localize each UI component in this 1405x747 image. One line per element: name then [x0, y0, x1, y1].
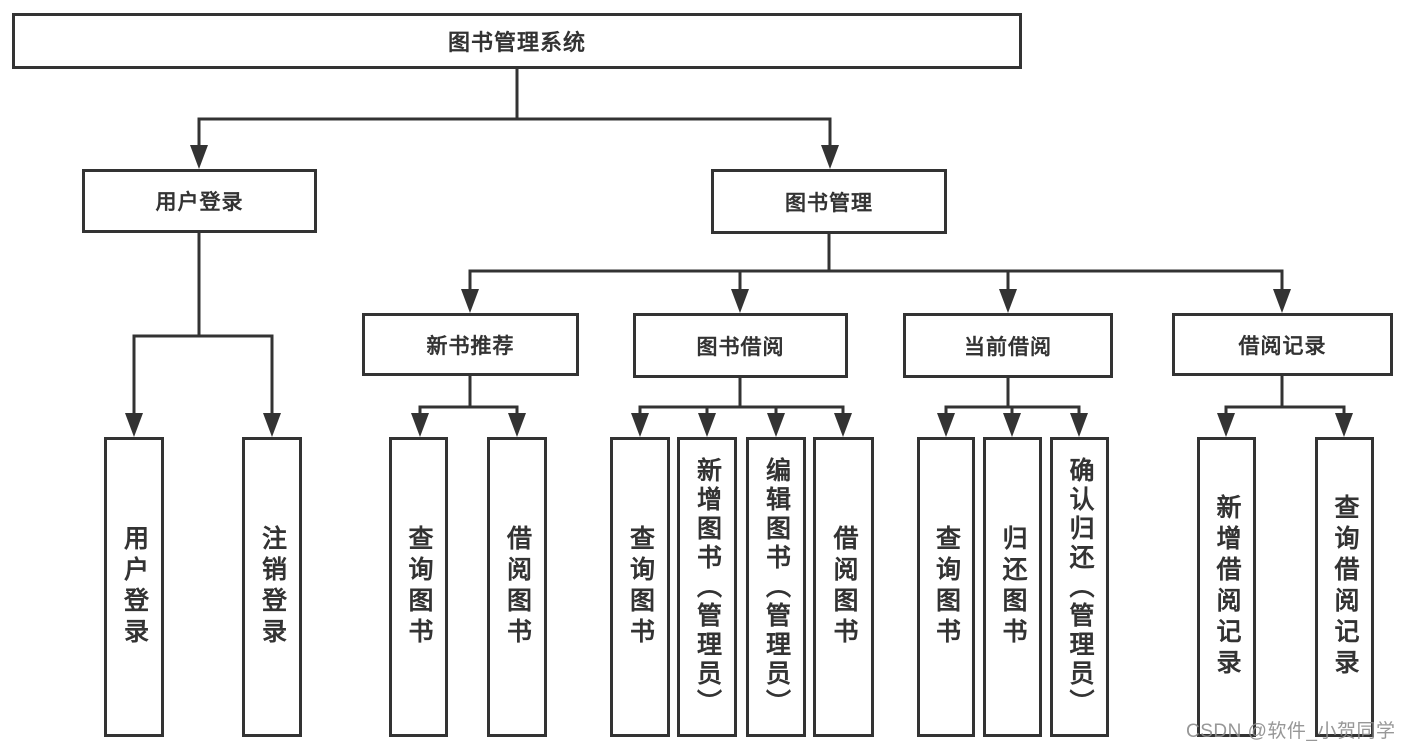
- node-borrow-books-leaf: 借阅图书: [813, 437, 874, 737]
- node-add-borrow-record: 新增借阅记录: [1197, 437, 1256, 737]
- node-user-login: 用户登录: [82, 169, 317, 233]
- node-book-borrowing: 图书借阅: [633, 313, 848, 378]
- node-query-books-recommend: 查询图书: [389, 437, 448, 737]
- node-query-books-current: 查询图书: [917, 437, 975, 737]
- node-borrow-records: 借阅记录: [1172, 313, 1393, 376]
- node-borrow-books-recommend: 借阅图书: [487, 437, 547, 737]
- node-query-books-borrowing: 查询图书: [610, 437, 670, 737]
- arrowhead-icons: [125, 145, 1353, 437]
- connector-path: [132, 69, 1346, 414]
- node-add-book-admin: 新增图书（管理员）: [677, 437, 737, 737]
- node-library-system: 图书管理系统: [12, 13, 1022, 69]
- watermark: CSDN @软件_小贺同学: [1186, 721, 1396, 742]
- node-book-management: 图书管理: [711, 169, 947, 234]
- node-edit-book-admin: 编辑图书（管理员）: [746, 437, 806, 737]
- node-confirm-return-admin: 确认归还（管理员）: [1050, 437, 1109, 737]
- node-return-books: 归还图书: [983, 437, 1042, 737]
- node-query-borrow-record: 查询借阅记录: [1315, 437, 1374, 737]
- node-user-login-leaf: 用户登录: [104, 437, 164, 737]
- node-current-borrowing: 当前借阅: [903, 313, 1113, 378]
- node-logout-leaf: 注销登录: [242, 437, 302, 737]
- node-new-book-recommend: 新书推荐: [362, 313, 579, 376]
